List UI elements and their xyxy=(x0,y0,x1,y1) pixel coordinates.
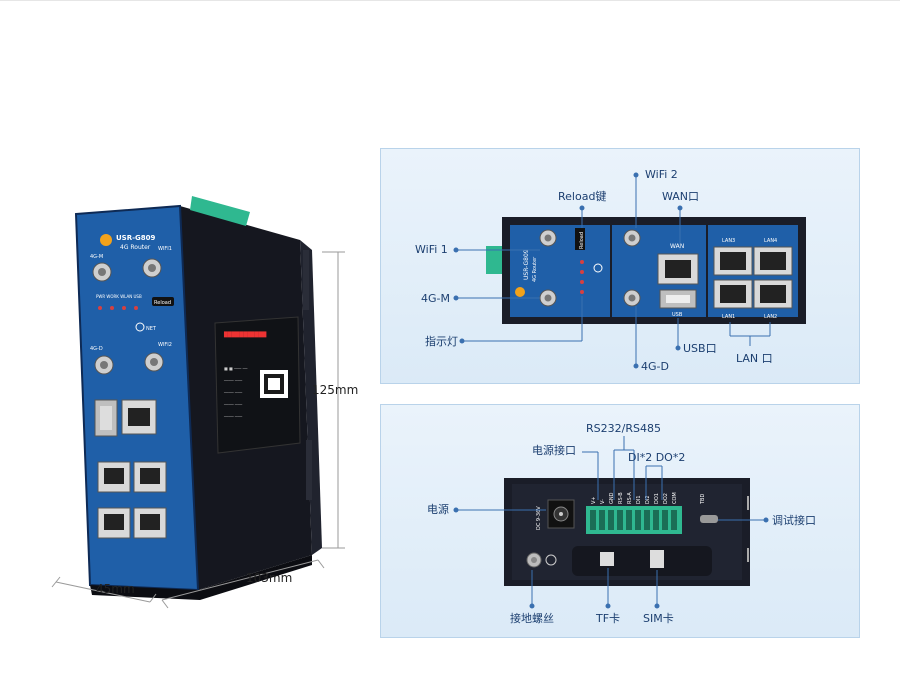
led-labels: PWR WORK WLAN USB xyxy=(96,294,142,299)
dim-depth: 103mm xyxy=(246,571,293,585)
label-lan: LAN 口 xyxy=(736,352,773,365)
svg-text:DI1: DI1 xyxy=(636,495,642,504)
svg-text:RS-A: RS-A xyxy=(627,492,633,504)
label-debug: 调试接口 xyxy=(772,514,816,527)
svg-text:LAN4: LAN4 xyxy=(764,238,777,244)
label-power-interface: 电源接口 xyxy=(532,444,576,457)
svg-text:WAN: WAN xyxy=(670,243,684,250)
router-side-edge xyxy=(300,240,322,555)
label-sim: SIM卡 xyxy=(643,612,674,625)
label-reload: Reload键 xyxy=(558,190,607,203)
subtitle-text: 4G Router xyxy=(120,244,151,251)
label-dido: DI*2 DO*2 xyxy=(628,451,686,464)
label-tf: TF卡 xyxy=(596,612,621,625)
svg-text:4G Router: 4G Router xyxy=(532,256,538,282)
top-divider xyxy=(0,0,900,1)
svg-text:NET: NET xyxy=(146,326,157,332)
label-indicator: 指示灯 xyxy=(425,335,458,348)
label-usb: USB口 xyxy=(683,342,717,355)
antenna-connectors xyxy=(92,258,164,375)
svg-text:USB: USB xyxy=(672,312,683,318)
svg-text:LAN3: LAN3 xyxy=(722,238,735,244)
svg-text:DI2: DI2 xyxy=(645,495,651,504)
label-wifi2: WiFi 2 xyxy=(645,168,678,181)
lan-ports xyxy=(97,461,167,539)
svg-text:V-: V- xyxy=(600,499,606,504)
svg-text:Reload: Reload xyxy=(579,232,585,249)
label-power: 电源 xyxy=(427,503,449,516)
label-rs: RS232/RS485 xyxy=(586,422,661,435)
svg-text:──── ───: ──── ─── xyxy=(223,378,243,383)
svg-text:GND: GND xyxy=(609,492,615,504)
svg-text:LAN2: LAN2 xyxy=(764,314,777,320)
svg-text:──── ───: ──── ─── xyxy=(223,414,243,419)
dim-width: 45mm xyxy=(96,582,135,596)
svg-text:███████████: ███████████ xyxy=(223,331,266,338)
svg-text:LAN1: LAN1 xyxy=(722,314,735,320)
label-4gm: 4G-M xyxy=(421,292,450,305)
led-row xyxy=(98,306,138,310)
dim-height: 125mm xyxy=(312,383,359,397)
svg-text:WIFI1: WIFI1 xyxy=(158,246,172,252)
svg-text:Reload: Reload xyxy=(154,300,171,306)
svg-text:RS-B: RS-B xyxy=(618,492,624,504)
top-terminal xyxy=(190,196,250,226)
svg-text:4G-M: 4G-M xyxy=(90,254,103,260)
label-ground: 接地螺丝 xyxy=(510,612,554,625)
svg-text:COM: COM xyxy=(672,492,678,504)
label-wan: WAN口 xyxy=(662,190,700,203)
svg-text:DO2: DO2 xyxy=(663,493,669,504)
side-label xyxy=(214,316,301,454)
svg-text:V+: V+ xyxy=(591,496,597,504)
logo-icon xyxy=(100,234,112,246)
model-text: USR-G809 xyxy=(116,234,156,242)
svg-text:DO1: DO1 xyxy=(654,493,660,504)
svg-text:4G-D: 4G-D xyxy=(90,346,103,352)
svg-text:WIFI2: WIFI2 xyxy=(158,342,172,348)
dimension-lines xyxy=(51,251,345,609)
svg-text:──── ───: ──── ─── xyxy=(223,390,243,395)
terminal-labels: V+ V- GND RS-B RS-A DI1 DI2 DO1 DO2 COM xyxy=(591,492,678,504)
svg-text:TBD: TBD xyxy=(700,494,706,505)
svg-text:USR-G809: USR-G809 xyxy=(523,249,530,280)
label-wifi1: WiFi 1 xyxy=(415,243,448,256)
svg-text:■ ■ ─── ──: ■ ■ ─── ── xyxy=(224,366,248,371)
svg-text:──── ───: ──── ─── xyxy=(223,402,243,407)
svg-text:DC 9-36V: DC 9-36V xyxy=(536,506,542,530)
label-4gd: 4G-D xyxy=(641,360,669,373)
